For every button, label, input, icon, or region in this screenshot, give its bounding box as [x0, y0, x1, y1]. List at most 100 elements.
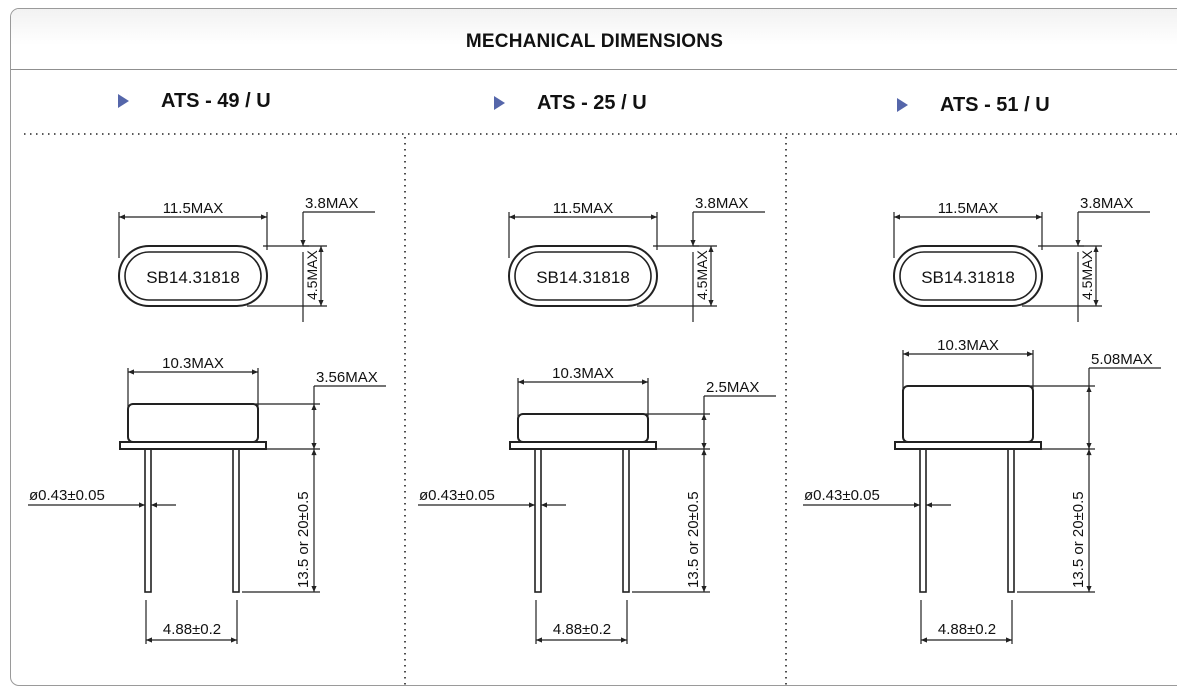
arrowhead: [1086, 443, 1092, 449]
arrowhead: [1086, 386, 1092, 392]
arrowhead: [318, 300, 324, 306]
arrowhead: [926, 502, 932, 508]
lead-spacing-label: 4.88±0.2: [163, 621, 221, 638]
lead-diameter-label: ø0.43±0.05: [419, 487, 495, 504]
arrowhead: [1086, 586, 1092, 592]
arrowhead: [1027, 351, 1033, 357]
arrowhead: [690, 240, 696, 246]
arrowhead: [119, 214, 125, 220]
arrowhead: [311, 404, 317, 410]
arrowhead: [261, 214, 267, 220]
body-height-label: 2.5MAX: [706, 379, 759, 396]
lead-spacing-label: 4.88±0.2: [553, 621, 611, 638]
body-width-label: 10.3MAX: [552, 365, 614, 382]
can-outline-inner: [124, 251, 262, 301]
arrowhead: [529, 502, 535, 508]
arrowhead: [1093, 246, 1099, 252]
lead-diameter-label: ø0.43±0.05: [804, 487, 880, 504]
can-outline-inner: [514, 251, 652, 301]
arrowhead: [701, 586, 707, 592]
body-width-label: 10.3MAX: [162, 355, 224, 372]
arrowhead: [541, 502, 547, 508]
arrowhead: [318, 246, 324, 252]
triangle-right-icon: [897, 98, 908, 112]
body-height-label: 3.56MAX: [316, 369, 378, 386]
arrowhead: [509, 214, 515, 220]
arrowhead: [894, 214, 900, 220]
lead-right: [232, 448, 240, 593]
top-width-label: 11.5MAX: [163, 200, 224, 217]
arrowhead: [903, 351, 909, 357]
package-drawing: SB14.31818 11.5MAX 3.8MAX 4.5MAX 10.3MAX 2.5M…: [418, 195, 776, 644]
triangle-right-icon: [494, 96, 505, 110]
can-outline-outer: [508, 245, 658, 307]
arrowhead: [701, 443, 707, 449]
arrowhead: [651, 214, 657, 220]
can-outline-inner: [899, 251, 1037, 301]
base-flange: [509, 441, 657, 450]
arrowhead: [151, 502, 157, 508]
lead-left: [534, 448, 542, 593]
arrowhead: [311, 449, 317, 456]
arrowhead: [518, 379, 524, 385]
top-width-label: 11.5MAX: [553, 200, 614, 217]
model-heading-ats-51: ATS - 51 / U: [897, 90, 1050, 120]
lead-right: [622, 448, 630, 593]
package-drawing: SB14.31818 11.5MAX 3.8MAX 4.5MAX 10.3MAX 5.08…: [803, 195, 1161, 644]
triangle-right-icon: [118, 94, 129, 108]
top-thickness-label: 3.8MAX: [695, 195, 748, 212]
arrowhead: [1093, 300, 1099, 306]
arrowhead: [311, 443, 317, 449]
arrowhead: [1086, 449, 1092, 456]
arrowhead: [1036, 214, 1042, 220]
base-flange: [894, 441, 1042, 450]
lead-length-label: 13.5 or 20±0.5: [295, 491, 312, 588]
arrowhead: [128, 369, 134, 375]
model-title: ATS - 25 / U: [537, 91, 647, 114]
top-thickness-label: 3.8MAX: [305, 195, 358, 212]
lead-length-label: 13.5 or 20±0.5: [1070, 491, 1087, 588]
can-body: [127, 403, 259, 443]
arrowhead: [300, 240, 306, 246]
model-heading-ats-49: ATS - 49 / U: [118, 86, 271, 116]
arrowhead: [708, 246, 714, 252]
lead-left: [144, 448, 152, 593]
lead-right: [1007, 448, 1015, 593]
arrowhead: [1075, 240, 1081, 246]
arrowhead: [146, 637, 152, 643]
dimensions-panel: MECHANICAL DIMENSIONS: [10, 8, 1177, 686]
arrowhead: [252, 369, 258, 375]
top-width-label: 11.5MAX: [938, 200, 999, 217]
lead-length-label: 13.5 or 20±0.5: [685, 491, 702, 588]
can-outline-outer: [893, 245, 1043, 307]
lead-spacing-label: 4.88±0.2: [938, 621, 996, 638]
body-height-label: 5.08MAX: [1091, 351, 1153, 368]
can-body: [517, 413, 649, 443]
arrowhead: [1006, 637, 1012, 643]
part-marking: SB14.31818: [146, 268, 240, 287]
top-thickness-label: 3.8MAX: [1080, 195, 1133, 212]
arrowhead: [536, 637, 542, 643]
top-height-label: 4.5MAX: [1079, 250, 1095, 300]
arrowhead: [914, 502, 920, 508]
arrowhead: [139, 502, 145, 508]
page-title: MECHANICAL DIMENSIONS: [465, 31, 724, 52]
body-width-label: 10.3MAX: [937, 337, 999, 354]
part-marking: SB14.31818: [536, 268, 630, 287]
model-title: ATS - 49 / U: [161, 89, 271, 112]
part-marking: SB14.31818: [921, 268, 1015, 287]
model-title: ATS - 51 / U: [940, 93, 1050, 116]
can-outline-outer: [118, 245, 268, 307]
arrowhead: [921, 637, 927, 643]
can-body: [902, 385, 1034, 443]
top-height-label: 4.5MAX: [694, 250, 710, 300]
model-heading-ats-25: ATS - 25 / U: [494, 88, 647, 118]
lead-diameter-label: ø0.43±0.05: [29, 487, 105, 504]
arrowhead: [231, 637, 237, 643]
arrowhead: [701, 414, 707, 420]
arrowhead: [708, 300, 714, 306]
arrowhead: [642, 379, 648, 385]
arrowhead: [701, 449, 707, 456]
